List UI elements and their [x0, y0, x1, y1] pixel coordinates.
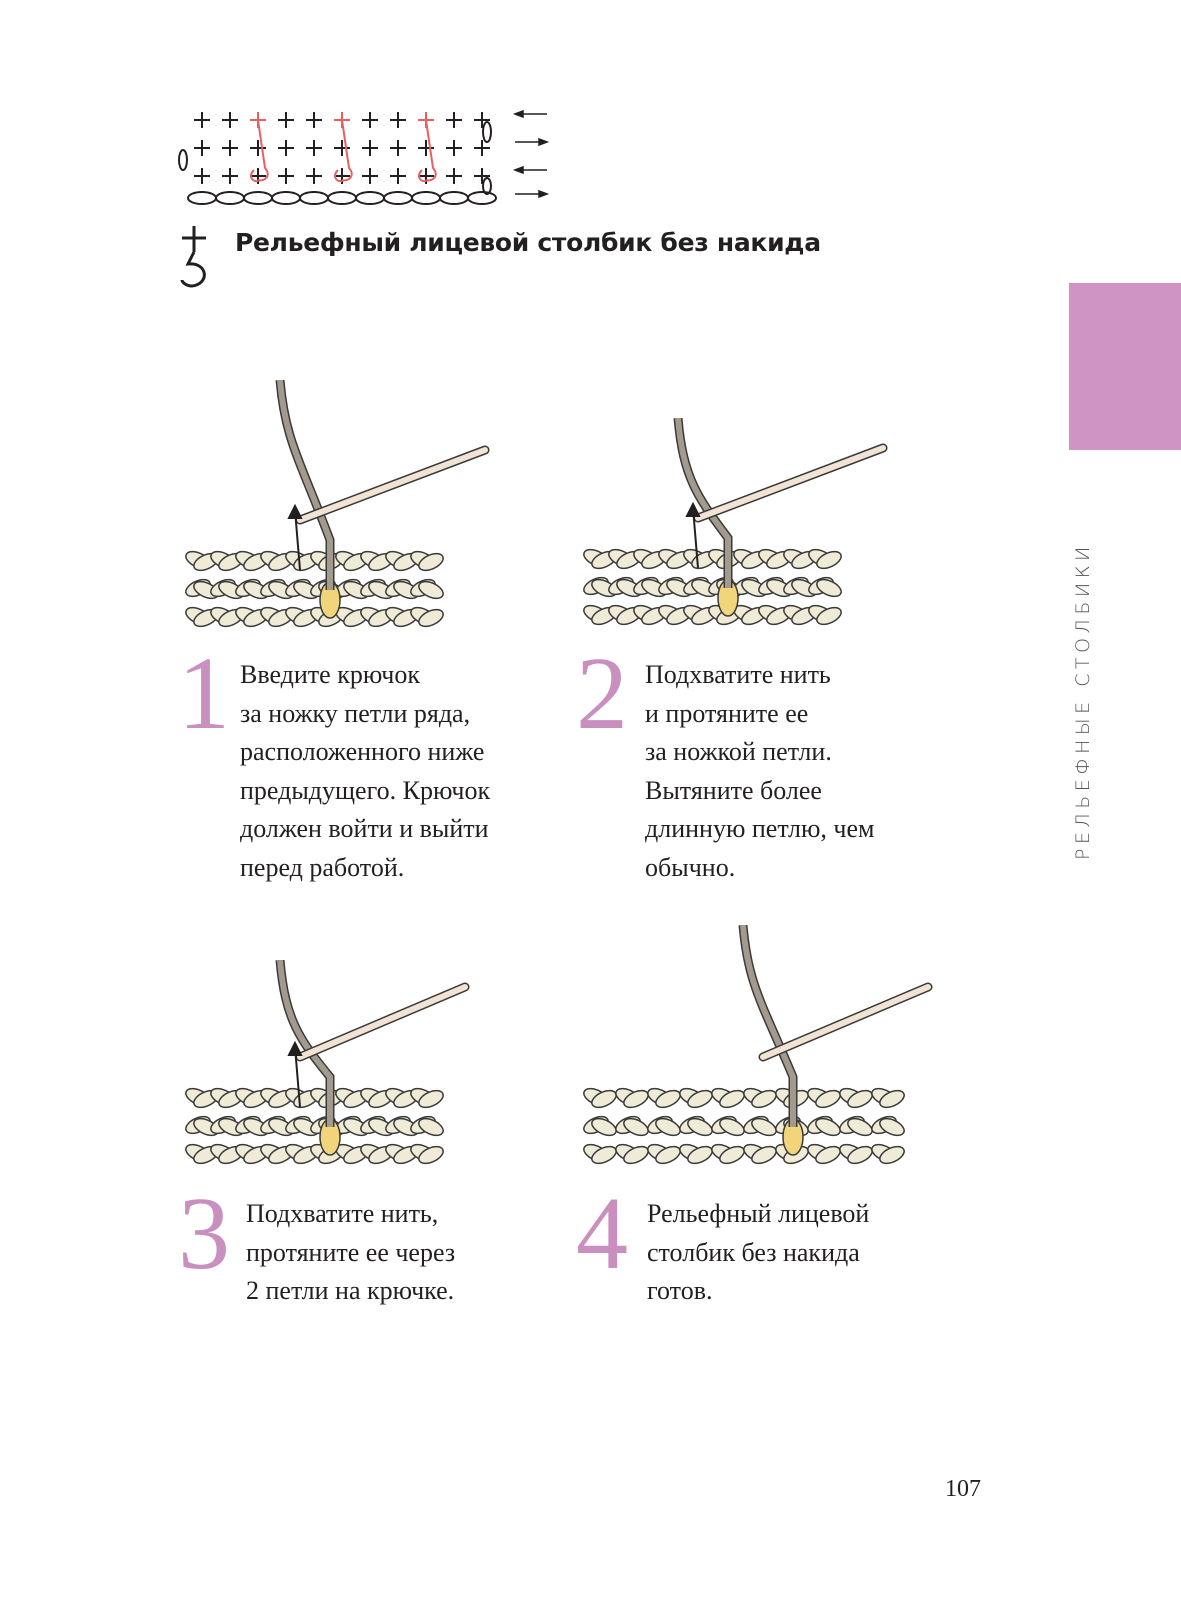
- page-number: 107: [945, 1476, 981, 1502]
- chapter-tab: [1069, 283, 1181, 450]
- step-1-text: Введите крючок за ножку петли ряда, расп…: [240, 660, 491, 882]
- step-3-number: 3: [178, 1176, 230, 1291]
- page-title: Рельефный лицевой столбик без накида: [235, 228, 821, 257]
- step-3-illustration: [185, 960, 470, 1165]
- step-2-text: Подхватите нить и протяните ее за ножкой…: [645, 660, 875, 882]
- step-3-text: Подхватите нить, протяните ее через 2 пе…: [246, 1199, 456, 1305]
- crochet-chart-diagram: [178, 109, 550, 205]
- step-1-number: 1: [178, 636, 230, 751]
- step-2-number: 2: [576, 636, 628, 751]
- step-4-text: Рельефный лицевой столбик без накида гот…: [647, 1199, 870, 1305]
- step-2-illustration: [583, 418, 888, 626]
- step-1-illustration: [185, 380, 490, 628]
- chapter-side-label: РЕЛЬЕФНЫЕ СТОЛБИКИ: [1072, 542, 1094, 860]
- step-4-number: 4: [576, 1176, 628, 1291]
- front-post-stitch-symbol-icon: [180, 226, 206, 288]
- step-4-illustration: [583, 925, 933, 1165]
